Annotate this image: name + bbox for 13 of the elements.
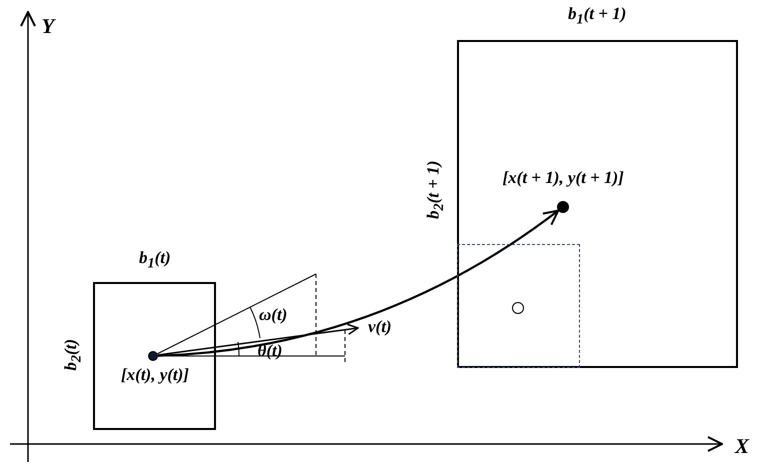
- width-label: b$_{1}$(t): [139, 249, 171, 271]
- dashed-box: [457, 244, 580, 368]
- position-label: [x(t + 1), y(t + 1)]: [502, 168, 624, 186]
- vector-label: v(t): [368, 318, 392, 334]
- trajectory-arrow: [158, 210, 560, 357]
- angle-label: ω(t): [259, 306, 288, 322]
- point-marker: [557, 201, 569, 213]
- axis-label: Y: [42, 16, 54, 36]
- point-marker: [148, 351, 158, 361]
- hollow-point-marker: [512, 302, 524, 314]
- position-label: [x(t), y(t)]: [121, 366, 189, 382]
- axis-label: X: [735, 436, 750, 456]
- width-label: b$_{1}$(t + 1): [568, 5, 626, 27]
